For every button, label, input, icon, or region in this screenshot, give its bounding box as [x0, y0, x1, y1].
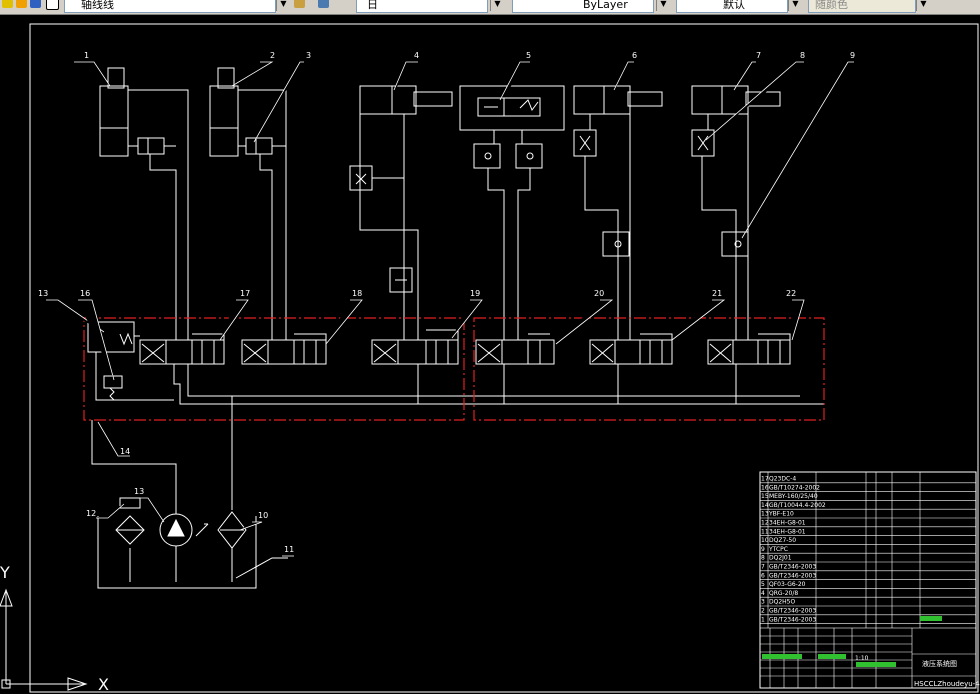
- chevron-down-icon[interactable]: ▼: [276, 0, 290, 11]
- parts-row-code: GB/T10044.4-2002: [769, 502, 826, 509]
- hydraulic-circuit: [87, 67, 824, 589]
- callout-21: 21: [712, 289, 722, 298]
- lineweight-value: 默认: [723, 0, 745, 11]
- parts-row-number: 6: [761, 572, 765, 579]
- drawing-canvas[interactable]: 1 2 3 4 5 6 7 8 9 10 11 12 13 14 13 16 1…: [0, 14, 980, 694]
- linetype-dropdown[interactable]: ByLayer: [512, 0, 654, 13]
- callout-19: 19: [470, 289, 480, 298]
- plotstyle-value: 随颜色: [815, 0, 848, 11]
- callout-17: 17: [240, 289, 250, 298]
- valve-group-boundary: [83, 317, 825, 421]
- chevron-down-icon[interactable]: ▼: [490, 0, 504, 11]
- drawing-title: 液压系统图: [922, 659, 957, 668]
- callout-2: 2: [270, 51, 275, 60]
- parts-row-code: GB/T10274-2002: [769, 484, 820, 491]
- color-swatch-icon: [46, 0, 59, 10]
- parts-row-code: 34EH-G8-01: [769, 528, 806, 535]
- parts-row-code: 34EH-G8-01: [769, 520, 806, 527]
- callout-13-pump: 13: [134, 487, 144, 496]
- lineweight-dropdown[interactable]: 默认: [676, 0, 788, 13]
- parts-row-number: 10: [761, 537, 769, 544]
- parts-row-number: 17: [761, 476, 769, 483]
- layer-dropdown[interactable]: 轴线线: [64, 0, 276, 13]
- callout-22: 22: [786, 289, 796, 298]
- parts-row-code: QRG-20/8: [769, 590, 798, 597]
- parts-row-number: 8: [761, 555, 765, 562]
- callout-1: 1: [84, 51, 89, 60]
- callout-5: 5: [526, 51, 531, 60]
- drawing-number: HSCCLZhoudeyu-4: [914, 680, 980, 688]
- layer-previous-icon[interactable]: [318, 0, 329, 8]
- callout-20: 20: [594, 289, 604, 298]
- parts-row-number: 7: [761, 564, 765, 571]
- chevron-down-icon[interactable]: ▼: [656, 0, 670, 11]
- color-value: 日: [367, 0, 378, 11]
- linetype-value: ByLayer: [583, 0, 628, 11]
- make-current-icon[interactable]: [294, 0, 305, 8]
- parts-row-number: 14: [761, 502, 769, 509]
- plotstyle-dropdown[interactable]: 随颜色: [808, 0, 916, 13]
- parts-row-number: 12: [761, 520, 769, 527]
- chevron-down-icon[interactable]: ▼: [788, 0, 802, 11]
- parts-row-number: 5: [761, 581, 765, 588]
- lock-icon[interactable]: [30, 0, 41, 8]
- callout-6: 6: [632, 51, 637, 60]
- callout-18: 18: [352, 289, 362, 298]
- callout-12: 12: [86, 509, 96, 518]
- parts-row-number: 1: [761, 616, 765, 623]
- callout-13: 13: [38, 289, 48, 298]
- parts-row-number: 11: [761, 528, 769, 535]
- sun-icon[interactable]: [16, 0, 27, 8]
- bulb-icon[interactable]: [2, 0, 13, 8]
- parts-row-number: 13: [761, 511, 769, 518]
- parts-row-code: QF03-G6-20: [769, 581, 806, 588]
- parts-row-number: 16: [761, 484, 769, 491]
- callout-leaders: [46, 61, 854, 557]
- parts-row-code: MEBY-160/25/40: [769, 493, 818, 500]
- callout-4: 4: [414, 51, 419, 60]
- parts-row-code: DQ2H5O: [769, 599, 795, 606]
- callout-3: 3: [306, 51, 311, 60]
- parts-row-code: DQZ7-50: [769, 537, 796, 544]
- ucs-y-label: Y: [0, 563, 10, 582]
- parts-row-code: GB/T2346-2003: [769, 616, 816, 623]
- color-dropdown[interactable]: 日: [356, 0, 488, 13]
- chevron-down-icon[interactable]: ▼: [916, 0, 930, 11]
- parts-row-code: YTCPC: [768, 546, 788, 553]
- parts-row-code: GB/T2346-2003: [769, 564, 816, 571]
- callout-14: 14: [120, 447, 130, 456]
- drawing-border: [29, 23, 979, 693]
- callout-labels: 1 2 3 4 5 6 7 8 9 10 11 12 13 14 13 16 1…: [38, 51, 855, 554]
- parts-row-code: DQ2J01: [769, 555, 792, 562]
- callout-9: 9: [850, 51, 855, 60]
- callout-11: 11: [284, 545, 294, 554]
- parts-row-code: GB/T2346-2003: [769, 572, 816, 579]
- parts-row-code: Q23DC-4: [769, 476, 796, 483]
- layer-name: 轴线线: [81, 0, 114, 11]
- parts-row-code: GB/T2346-2003: [769, 608, 816, 615]
- callout-7: 7: [756, 51, 761, 60]
- parts-row-number: 2: [761, 608, 765, 615]
- ucs-x-label: X: [98, 675, 109, 694]
- parts-row-number: 15: [761, 493, 769, 500]
- scale-value: 1:10: [855, 655, 869, 662]
- ucs-icon: [0, 588, 88, 691]
- parts-row-number: 4: [761, 590, 765, 597]
- callout-16: 16: [80, 289, 90, 298]
- parts-row-code: YBF-E10: [768, 511, 794, 518]
- callout-10: 10: [258, 511, 268, 520]
- properties-toolbar: 轴线线 ▼ 日 ▼ ByLayer ▼ 默认 ▼ 随颜色 ▼: [0, 0, 980, 15]
- callout-8: 8: [800, 51, 805, 60]
- parts-row-number: 9: [761, 546, 765, 553]
- parts-row-number: 3: [761, 599, 765, 606]
